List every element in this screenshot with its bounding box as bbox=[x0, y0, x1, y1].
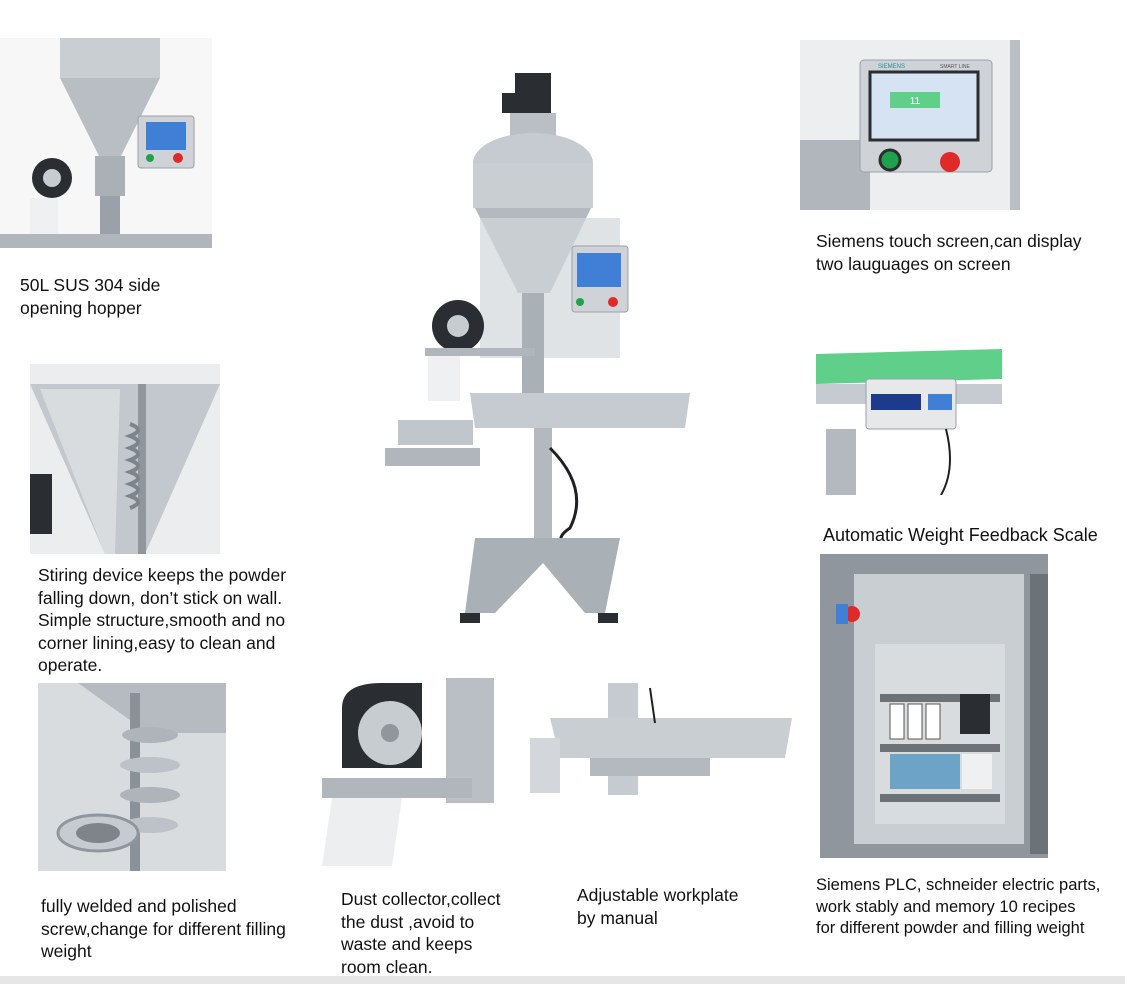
scale-title: Automatic Weight Feedback Scale bbox=[823, 525, 1098, 545]
scale-photo bbox=[816, 309, 1002, 495]
stirring-photo bbox=[30, 364, 220, 554]
bottom-divider bbox=[0, 976, 1125, 984]
plc-cabinet-photo bbox=[820, 554, 1048, 858]
screw-caption: fully welded and polished screw,change f… bbox=[41, 896, 286, 961]
screen-value: 11 bbox=[910, 96, 921, 107]
screw-photo bbox=[38, 683, 226, 871]
dust-collector-photo bbox=[322, 678, 494, 866]
stirring-caption: Stiring device keeps the powder falling … bbox=[38, 565, 287, 675]
plc-caption: Siemens PLC, schneider electric parts, w… bbox=[816, 876, 1101, 937]
main-machine-photo bbox=[380, 68, 690, 648]
hopper-caption: 50L SUS 304 side opening hopper bbox=[20, 275, 161, 318]
workplate-photo bbox=[530, 683, 792, 795]
screen-brand: SIEMENS bbox=[878, 64, 905, 70]
touchscreen-caption: Siemens touch screen,can display two lau… bbox=[816, 231, 1082, 274]
screen-model: SMART LINE bbox=[940, 64, 970, 70]
dust-caption: Dust collector,collect the dust ,avoid t… bbox=[341, 889, 501, 977]
touchscreen-photo: 11 SIEMENS SMART LINE bbox=[800, 40, 1020, 210]
workplate-caption: Adjustable workplate by manual bbox=[577, 885, 739, 928]
hopper-photo bbox=[0, 38, 212, 248]
